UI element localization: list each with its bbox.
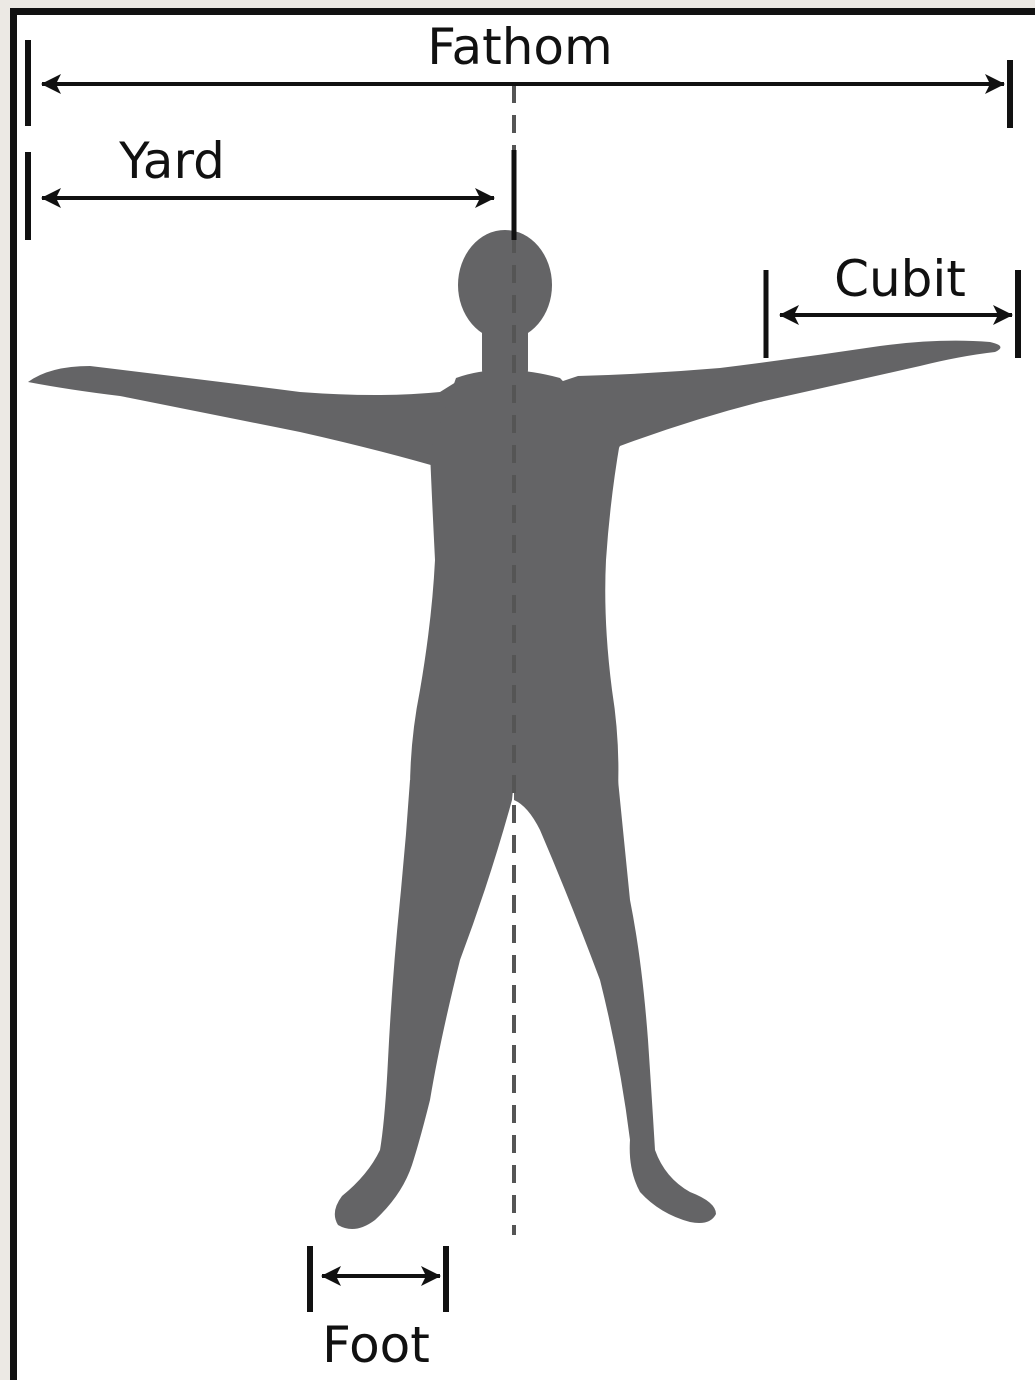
foot-label: Foot [322,1316,430,1374]
fathom-dimension: Fathom [28,18,1010,128]
fathom-label: Fathom [427,18,612,76]
yard-label: Yard [118,132,225,190]
cubit-label: Cubit [834,250,966,308]
foot-dimension: Foot [310,1246,446,1374]
yard-dimension: Yard [28,132,514,240]
